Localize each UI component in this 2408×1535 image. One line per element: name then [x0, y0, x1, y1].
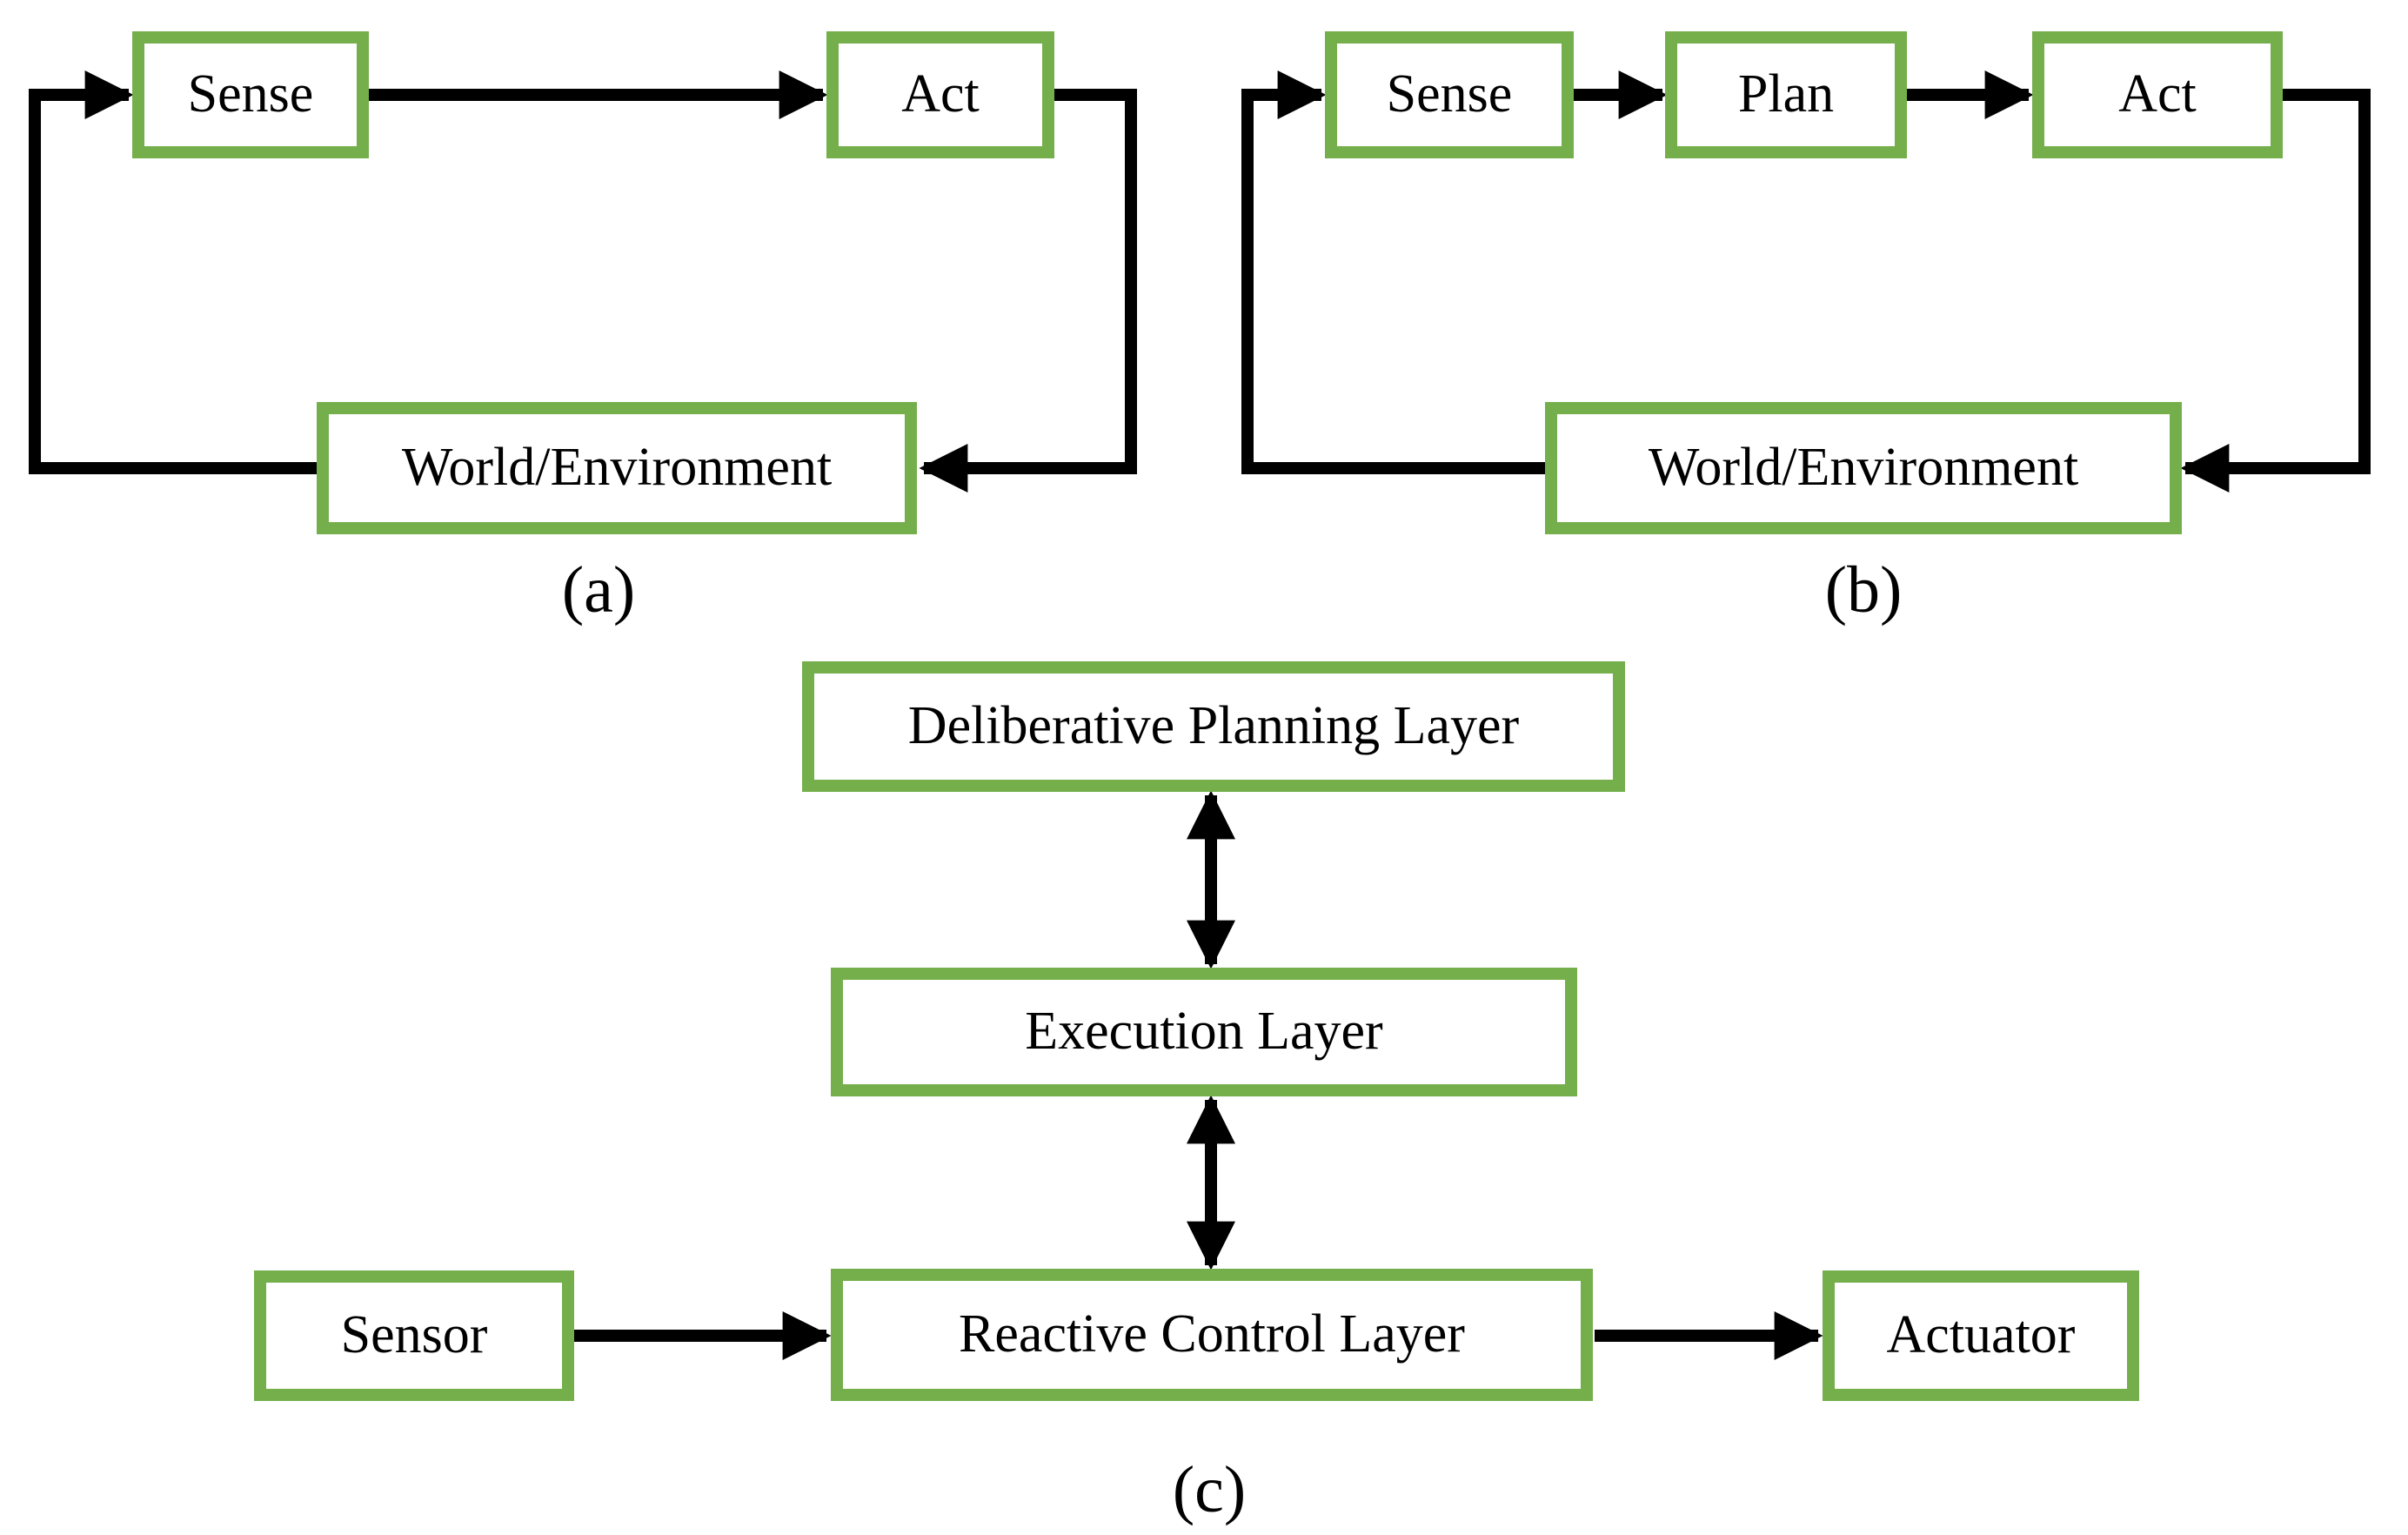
- box-label-plan-b: Plan: [1737, 64, 1835, 124]
- box-reactive-control-layer: Reactive Control Layer: [831, 1269, 1593, 1401]
- box-execution-layer: Execution Layer: [831, 968, 1577, 1096]
- box-label-world-b: World/Environment: [1648, 438, 2079, 498]
- box-act-b: Act: [2032, 31, 2283, 158]
- box-sense-b: Sense: [1325, 31, 1574, 158]
- box-sense-a: Sense: [132, 31, 369, 158]
- box-label-execution: Execution Layer: [1025, 1002, 1383, 1062]
- box-label-act-a: Act: [901, 64, 980, 124]
- box-actuator: Actuator: [1823, 1270, 2139, 1401]
- box-world-environment-a: World/Environment: [317, 402, 917, 534]
- box-label-act-b: Act: [2118, 64, 2197, 124]
- box-deliberative-planning-layer: Deliberative Planning Layer: [802, 661, 1625, 792]
- arrow-act-to-world-b: [2180, 89, 2371, 493]
- arrow-world-to-sense-a: [29, 70, 320, 474]
- caption-a: (a): [561, 553, 636, 627]
- box-world-environment-b: World/Environment: [1545, 402, 2182, 534]
- box-label-world-a: World/Environment: [401, 438, 833, 498]
- caption-b: (b): [1824, 553, 1903, 627]
- box-act-a: Act: [826, 31, 1054, 158]
- box-label-sensor: Sensor: [340, 1305, 488, 1365]
- box-label-sense-b: Sense: [1386, 64, 1513, 124]
- box-label-sense-a: Sense: [187, 64, 314, 124]
- box-plan-b: Plan: [1665, 31, 1907, 158]
- box-sensor: Sensor: [254, 1270, 574, 1401]
- box-label-actuator: Actuator: [1886, 1305, 2076, 1365]
- arrow-act-to-world-a: [919, 89, 1137, 493]
- box-label-reactive: Reactive Control Layer: [959, 1304, 1465, 1364]
- box-label-deliberative: Deliberative Planning Layer: [907, 696, 1520, 756]
- arrow-world-to-sense-b: [1241, 70, 1548, 474]
- caption-c: (c): [1172, 1453, 1247, 1526]
